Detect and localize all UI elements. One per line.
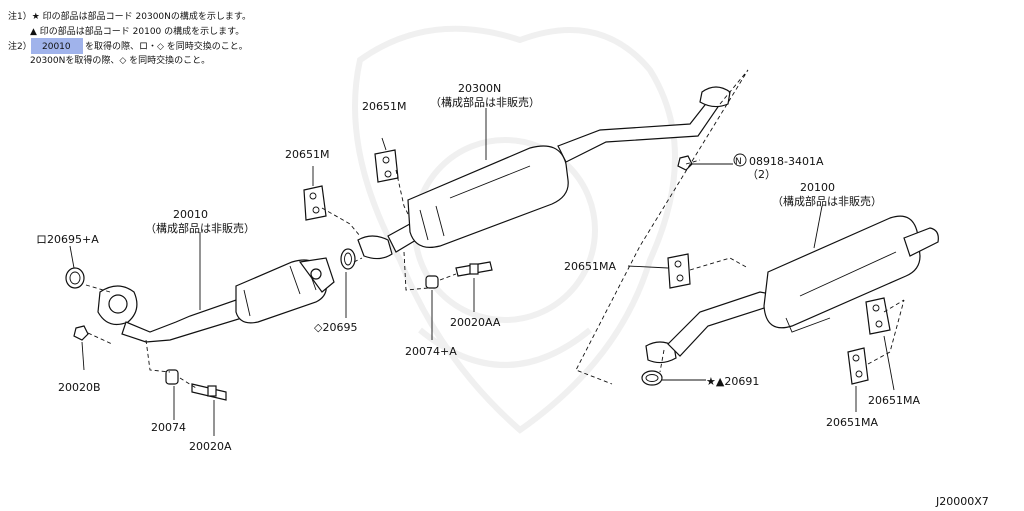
label-20651MA-right[interactable]: 20651MA xyxy=(868,394,920,407)
label-20020AA[interactable]: 20020AA xyxy=(450,316,501,329)
label-20651MA-lower[interactable]: 20651MA xyxy=(826,416,878,429)
center-muffler-20300N[interactable] xyxy=(357,86,731,260)
hanger-20651MA-lower[interactable] xyxy=(847,347,869,385)
note-line-2: ▲ 印の部品は部品コード 20100 の構成を示します。 xyxy=(30,25,244,37)
label-20651MA-front[interactable]: 20651MA xyxy=(564,260,616,273)
label-20651M-upper[interactable]: 20651M xyxy=(362,100,406,113)
label-20691[interactable]: ★▲20691 xyxy=(706,375,759,388)
label-20010[interactable]: 20010 xyxy=(173,208,208,221)
bolt-08918[interactable] xyxy=(677,155,693,171)
note-line-1: 注1）★ 印の部品は部品コード 20300Nの構成を示します。 xyxy=(8,10,251,22)
hanger-20651MA-right[interactable] xyxy=(865,297,891,335)
diagram-code: J20000X7 xyxy=(935,495,989,508)
label-20074A[interactable]: 20074+A xyxy=(405,345,457,358)
gasket-20691[interactable] xyxy=(641,370,663,386)
note-line-3-prefix: 注2） xyxy=(8,40,32,52)
label-20695[interactable]: ◇20695 xyxy=(314,321,357,334)
stud-20020A[interactable] xyxy=(191,383,227,401)
label-08918-qty: （2） xyxy=(747,168,776,181)
label-20695A[interactable]: ロ20695+A xyxy=(36,233,99,246)
n-mark-circle xyxy=(733,153,747,167)
label-20074[interactable]: 20074 xyxy=(151,421,186,434)
nut-20020B[interactable] xyxy=(73,325,89,341)
note-line-3-rest: を取得の際、ロ・◇ を同時交換のこと。 xyxy=(85,40,248,52)
label-08918-mark: N xyxy=(735,157,742,167)
label-20100[interactable]: 20100 xyxy=(800,181,835,194)
hanger-20651M-upper[interactable] xyxy=(374,149,399,183)
leader-lines xyxy=(69,108,895,436)
plug-20074[interactable] xyxy=(165,369,179,385)
label-20100-sub: （構成部品は非販売） xyxy=(772,194,882,208)
part-labels: 20300N （構成部品は非販売） 20651M 20651M 20010 （構… xyxy=(36,82,989,508)
hanger-20651M-lower[interactable] xyxy=(303,185,327,221)
stud-20020AA[interactable] xyxy=(455,261,493,277)
notes-block: 注1）★ 印の部品は部品コード 20300Nの構成を示します。 ▲ 印の部品は部… xyxy=(8,10,251,66)
label-20651M-lower[interactable]: 20651M xyxy=(285,148,329,161)
label-20020A[interactable]: 20020A xyxy=(189,440,232,453)
catalytic-converter-20010[interactable] xyxy=(97,257,335,343)
label-20010-sub: （構成部品は非販売） xyxy=(145,221,255,235)
label-20300N[interactable]: 20300N xyxy=(458,82,501,95)
hanger-20651MA-front[interactable] xyxy=(667,253,691,289)
label-08918[interactable]: 08918-3401A xyxy=(749,155,824,168)
assembly-guide-lines xyxy=(85,69,905,389)
note-highlight xyxy=(31,38,83,54)
note-line-3-code[interactable]: 20010 xyxy=(42,42,71,52)
label-20300N-sub: （構成部品は非販売） xyxy=(430,95,540,109)
gasket-20695[interactable] xyxy=(340,248,356,270)
label-20020B[interactable]: 20020B xyxy=(58,381,101,394)
plug-20074A[interactable] xyxy=(425,275,439,289)
gasket-20695A[interactable] xyxy=(65,267,85,289)
main-muffler-20100[interactable] xyxy=(645,215,939,364)
note-line-4: 20300Nを取得の際、◇ を同時交換のこと。 xyxy=(30,54,210,66)
